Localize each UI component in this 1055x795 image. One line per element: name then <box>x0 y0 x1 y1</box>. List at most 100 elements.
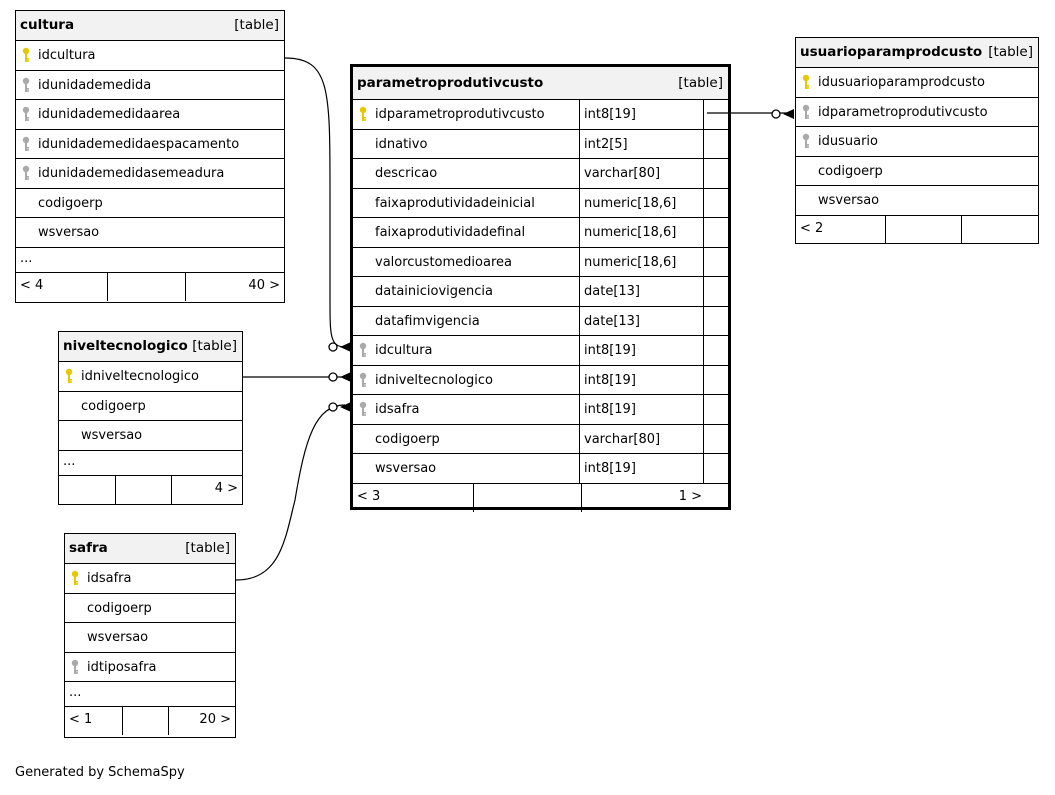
column-type: int8[19] <box>579 336 703 365</box>
foreign-key-icon <box>16 100 36 129</box>
table-parametroprodutivcusto[interactable]: parametroprodutivcusto [table] idparamet… <box>350 64 731 512</box>
column-row[interactable]: idtiposafra <box>65 653 235 682</box>
column-extra-cell <box>703 129 728 158</box>
column-name: descricao <box>375 166 438 181</box>
column-type: int8[19] <box>579 454 703 483</box>
column-type: int2[5] <box>579 129 703 158</box>
table-header: safra [table] <box>65 534 235 564</box>
table-header: niveltecnologico [table] <box>59 332 242 362</box>
column-row[interactable]: codigoerp <box>65 594 235 623</box>
column-row[interactable]: codigoerp <box>796 157 1038 186</box>
column-row[interactable]: idcultura <box>16 41 284 71</box>
table-name[interactable]: parametroprodutivcusto <box>357 75 544 91</box>
column-row[interactable]: idusuarioparamprodcusto <box>796 68 1038 98</box>
column-name: idusuario <box>818 134 878 149</box>
column-list: idsafra codigoerp wsversao idtiposafra <box>65 564 235 682</box>
children-count: 20 > <box>199 712 231 727</box>
crowfoot-marker <box>340 342 351 352</box>
parents-count: < 3 <box>353 483 474 512</box>
foreign-key-icon <box>65 653 85 682</box>
column-name: codigoerp <box>87 600 152 616</box>
column-row[interactable]: descricao varchar[80] <box>353 159 728 189</box>
table-header: parametroprodutivcusto [table] <box>353 67 728 100</box>
column-row[interactable]: idunidademedidaespacamento <box>16 130 284 159</box>
primary-key-icon <box>353 100 373 129</box>
column-type: int8[19] <box>579 100 703 129</box>
column-name: idusuarioparamprodcusto <box>818 75 985 90</box>
column-type: int8[19] <box>579 395 703 424</box>
column-row[interactable]: idunidademedidaarea <box>16 100 284 130</box>
column-name: wsversao <box>375 461 437 476</box>
column-extra-cell <box>703 277 728 306</box>
column-extra-cell <box>703 159 728 188</box>
column-name: idunidademedida <box>38 77 152 93</box>
optional-marker <box>328 372 338 382</box>
column-row[interactable]: wsversao <box>796 186 1038 216</box>
link-cultura <box>284 57 346 348</box>
column-row[interactable]: idunidademedida <box>16 71 284 100</box>
column-row[interactable]: wsversao <box>59 421 242 451</box>
column-extra-cell <box>703 424 728 453</box>
optional-marker <box>771 109 781 119</box>
table-usuarioparamprodcusto[interactable]: usuarioparamprodcusto [table] idusuariop… <box>795 37 1039 244</box>
table-tag: [table] <box>192 338 237 354</box>
foreign-key-icon <box>16 159 36 188</box>
column-extra-cell <box>703 336 728 365</box>
table-name[interactable]: usuarioparamprodcusto <box>800 44 983 60</box>
footer-middle <box>886 215 962 244</box>
column-extra-cell <box>703 365 728 394</box>
column-name: idunidademedidaespacamento <box>38 136 240 152</box>
table-tag: [table] <box>988 44 1033 60</box>
parents-count: < 1 <box>65 707 123 735</box>
column-row[interactable]: idcultura int8[19] <box>353 336 728 366</box>
column-row[interactable]: idsafra <box>65 564 235 594</box>
column-name: idsafra <box>87 571 132 586</box>
optional-marker <box>328 402 338 412</box>
column-name: idniveltecnologico <box>81 369 199 384</box>
column-row[interactable]: wsversao <box>16 218 284 248</box>
table-name[interactable]: safra <box>69 540 108 556</box>
table-footer: 4 > <box>59 475 242 504</box>
column-name: wsversao <box>87 630 149 645</box>
table-name[interactable]: niveltecnologico <box>63 338 188 354</box>
column-row[interactable]: idusuario <box>796 127 1038 157</box>
column-row[interactable]: idparametroprodutivcusto <box>796 98 1038 127</box>
table-header: usuarioparamprodcusto [table] <box>796 38 1038 68</box>
primary-key-icon <box>65 564 85 593</box>
more-columns: ... <box>16 248 284 273</box>
column-row[interactable]: codigoerp <box>16 189 284 218</box>
column-row[interactable]: wsversao <box>65 623 235 653</box>
foreign-key-icon <box>353 336 373 365</box>
column-type: varchar[80] <box>579 159 703 188</box>
column-name: datafimvigencia <box>375 313 480 329</box>
column-row[interactable]: codigoerp <box>59 392 242 421</box>
children-count: 40 > <box>248 277 280 293</box>
table-name[interactable]: cultura <box>20 17 75 33</box>
column-row[interactable]: idniveltecnologico <box>59 362 242 392</box>
column-row[interactable]: wsversao int8[19] <box>353 454 728 484</box>
table-niveltecnologico[interactable]: niveltecnologico [table] idniveltecnolog… <box>58 331 243 505</box>
column-extra-cell <box>703 100 728 129</box>
column-type: int8[19] <box>579 365 703 394</box>
column-name: idcultura <box>375 343 433 358</box>
foreign-key-icon <box>16 130 36 159</box>
primary-key-icon <box>796 68 816 97</box>
link-safra <box>235 404 346 581</box>
column-name: codigoerp <box>81 398 146 414</box>
column-row[interactable]: idunidademedidasemeadura <box>16 159 284 189</box>
foreign-key-icon <box>353 395 373 424</box>
